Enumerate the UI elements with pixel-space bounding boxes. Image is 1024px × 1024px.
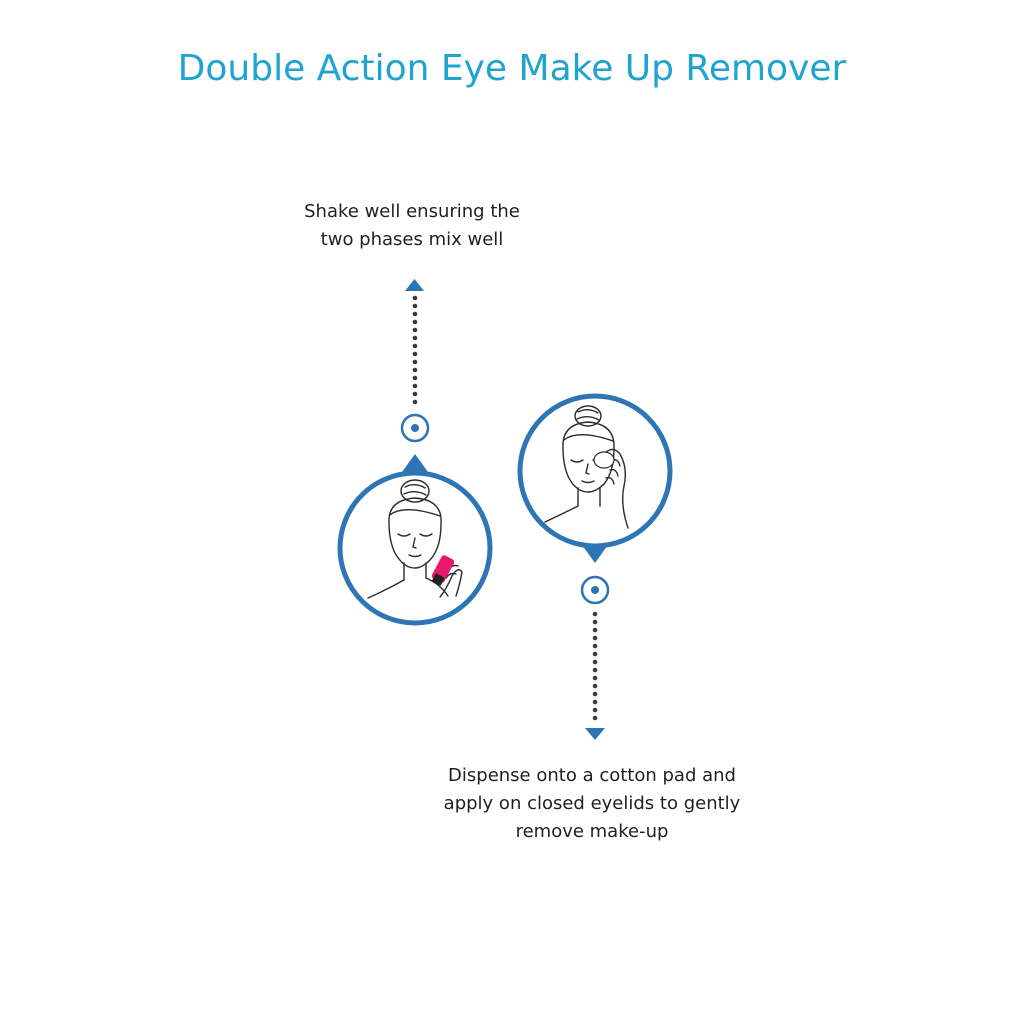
dotted-line-up	[412, 295, 418, 405]
step-1-line-1: Shake well ensuring the	[304, 201, 520, 222]
dot	[592, 659, 598, 665]
step-1-connector	[400, 279, 430, 443]
dot	[592, 707, 598, 713]
target-marker-icon	[400, 413, 430, 443]
dot	[412, 295, 418, 301]
pointer-down-icon	[582, 545, 608, 563]
step-1-line-2: two phases mix well	[320, 229, 504, 250]
dot	[592, 683, 598, 689]
dot	[412, 351, 418, 357]
dot	[412, 335, 418, 341]
dot	[592, 667, 598, 673]
dot	[592, 691, 598, 697]
step-2-illustration	[517, 393, 673, 563]
dot	[412, 303, 418, 309]
page-title: Double Action Eye Make Up Remover	[177, 48, 847, 89]
dot	[592, 611, 598, 617]
dotted-line-down	[592, 611, 598, 721]
dot	[412, 359, 418, 365]
step-2-connector	[580, 575, 610, 740]
dot	[412, 383, 418, 389]
step-1-instruction: Shake well ensuring the two phases mix w…	[262, 198, 562, 254]
target-marker-icon	[580, 575, 610, 605]
dot	[412, 391, 418, 397]
bottle-icon	[431, 555, 455, 586]
step-2-line-2: apply on closed eyelids to gently	[443, 793, 741, 814]
dot	[412, 319, 418, 325]
dot	[412, 327, 418, 333]
dot	[592, 643, 598, 649]
dot	[412, 311, 418, 317]
dot	[412, 375, 418, 381]
step-1-illustration	[337, 454, 493, 626]
step-2-line-3: remove make-up	[515, 821, 669, 842]
pointer-up-icon	[402, 454, 428, 472]
dot	[412, 343, 418, 349]
dot	[592, 651, 598, 657]
dot	[592, 675, 598, 681]
step-2-line-1: Dispense onto a cotton pad and	[448, 765, 736, 786]
dot	[592, 619, 598, 625]
dot	[592, 715, 598, 721]
step-2-instruction: Dispense onto a cotton pad and apply on …	[392, 762, 792, 846]
arrow-up-icon	[405, 279, 424, 291]
dot	[592, 699, 598, 705]
dot	[592, 635, 598, 641]
dot	[412, 399, 418, 405]
arrow-down-icon	[585, 728, 605, 740]
cotton-pad-icon	[593, 451, 615, 469]
dot	[412, 367, 418, 373]
dot	[592, 627, 598, 633]
